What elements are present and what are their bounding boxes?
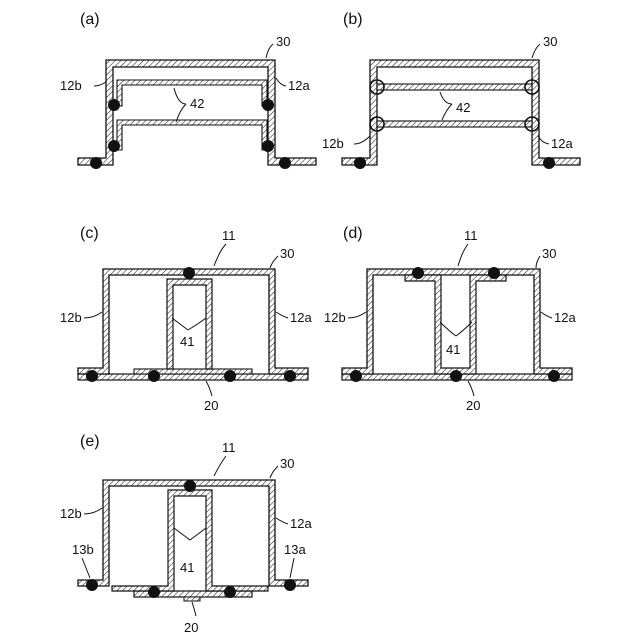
panel-d-label: (d) (343, 225, 363, 242)
ref-12b: 12b (60, 310, 82, 325)
panel-b-inner-member-lower (377, 121, 532, 127)
ref-12a: 12a (288, 78, 310, 93)
panel-a-label: (a) (80, 11, 100, 28)
ref-12b: 12b (324, 310, 346, 325)
ref-11: 11 (464, 228, 478, 243)
ref-30: 30 (542, 246, 556, 261)
panel-e-inner-member (112, 490, 268, 591)
panel-e-label: (e) (80, 433, 100, 450)
ref-42: 42 (456, 100, 470, 115)
panel-e: (e) 11 30 12b 12a 13b 13a 41 (60, 433, 312, 635)
ref-41: 41 (180, 334, 194, 349)
panel-d-joints (350, 267, 560, 382)
ref-30: 30 (543, 34, 557, 49)
panel-c: (c) 11 30 12b 12a 41 20 (60, 225, 312, 413)
ref-20: 20 (184, 620, 198, 635)
ref-20: 20 (466, 398, 480, 413)
panel-b: (b) 30 12a 12b 42 (322, 11, 580, 169)
ref-41: 41 (446, 342, 460, 357)
ref-13a: 13a (284, 542, 306, 557)
ref-12a: 12a (290, 516, 312, 531)
ref-30: 30 (280, 456, 294, 471)
ref-11: 11 (222, 228, 236, 243)
panel-d-outer-member (342, 269, 572, 374)
ref-41: 41 (180, 560, 194, 575)
ref-12b: 12b (60, 78, 82, 93)
ref-12b: 12b (322, 136, 344, 151)
ref-12b: 12b (60, 506, 82, 521)
ref-42: 42 (190, 96, 204, 111)
panel-b-inner-member-upper (377, 84, 532, 90)
ref-20: 20 (204, 398, 218, 413)
panel-c-label: (c) (80, 225, 99, 242)
ref-30: 30 (280, 246, 294, 261)
panel-c-inner-member (167, 279, 212, 369)
ref-11: 11 (222, 440, 236, 455)
ref-12a: 12a (551, 136, 573, 151)
ref-12a: 12a (290, 310, 312, 325)
panel-d-inner-member (405, 275, 506, 374)
panel-a: (a) 30 12a 12b 42 (60, 11, 316, 169)
ref-30: 30 (276, 34, 290, 49)
ref-13b: 13b (72, 542, 94, 557)
panel-d: (d) 11 30 12b 12a 41 20 (324, 225, 576, 413)
panel-b-label: (b) (343, 11, 363, 28)
ref-12a: 12a (554, 310, 576, 325)
panel-a-inner-member-lower (117, 120, 267, 150)
